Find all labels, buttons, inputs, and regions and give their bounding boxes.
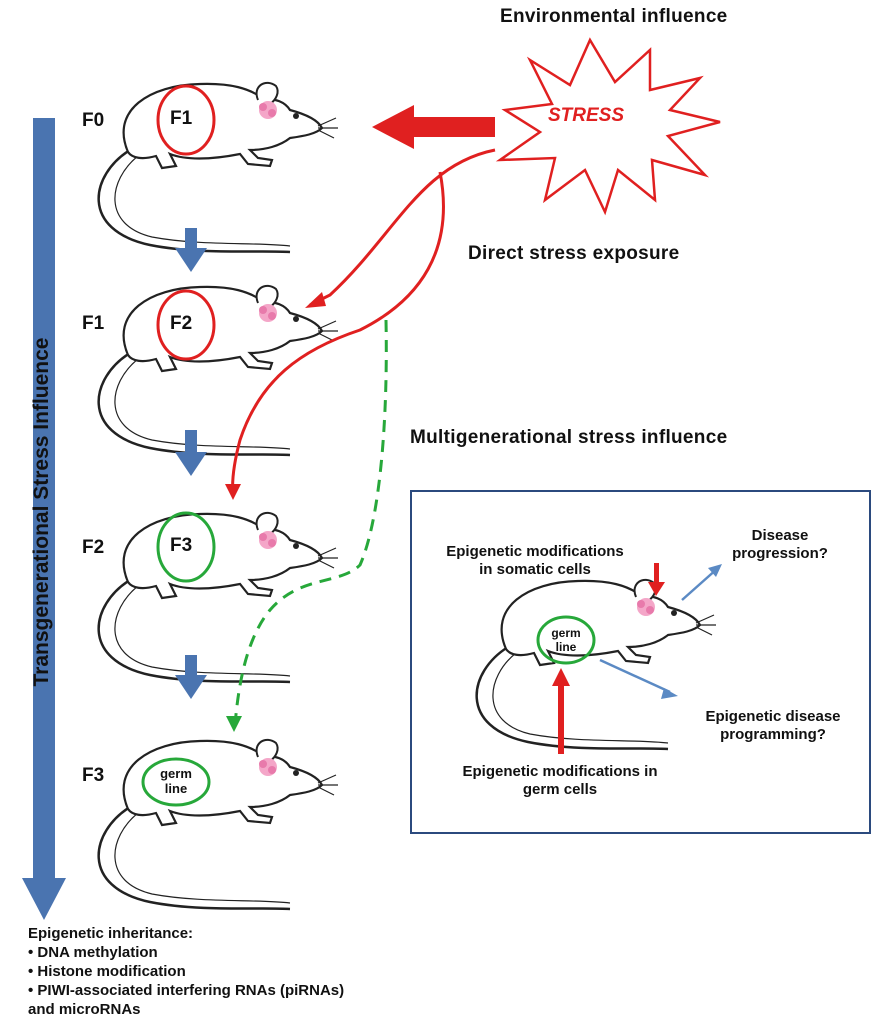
transgenerational-label: Transgenerational Stress Influence — [30, 337, 53, 687]
direct-exposure-arrow-f1 — [305, 148, 496, 308]
direct-exposure-arrow-f2 — [225, 171, 445, 500]
gen-label-f0: F0 — [82, 110, 105, 131]
transgenerational-arrow — [22, 118, 66, 920]
inner-label-f1: F2 — [170, 313, 193, 334]
progression-arrow — [681, 564, 722, 601]
inner-label-f0: F1 — [170, 108, 193, 129]
rat-f2 — [97, 511, 340, 684]
programming-arrow — [599, 658, 678, 699]
somatic-arrow — [648, 563, 665, 596]
epigenetic-inheritance-panel: Epigenetic inheritance: DNA methylation … — [28, 924, 348, 1019]
multigenerational-arrow — [226, 319, 388, 732]
inner-label-f2: F3 — [170, 535, 193, 556]
somatic-label: Epigenetic modifications in somatic cell… — [446, 543, 624, 578]
inset-germ-line-label: germ line — [551, 626, 581, 654]
gen-label-f3: F3 — [82, 765, 105, 786]
disease-progression-label: Disease progression? — [732, 527, 828, 562]
inset-germ-ring — [536, 615, 596, 665]
direct-exposure-arrow-f0 — [372, 105, 495, 149]
f1-inner-ring — [156, 289, 216, 361]
multigenerational-label: Multigenerational stress influence — [410, 427, 728, 448]
stress-label: STRESS — [548, 105, 625, 126]
gen-label-f1: F1 — [82, 313, 105, 334]
footer-title: Epigenetic inheritance: — [28, 925, 194, 942]
footer-item: Histone modification — [28, 962, 348, 981]
f3-inner-ring — [141, 757, 211, 807]
footer-item: DNA methylation — [28, 943, 348, 962]
environment-heading: Environmental influence — [500, 6, 728, 27]
inset-panel — [410, 490, 871, 834]
germ-arrow — [552, 668, 570, 754]
gen-label-f2: F2 — [82, 537, 105, 558]
generation-arrow — [175, 228, 207, 699]
rat-f0 — [97, 81, 340, 254]
disease-programming-label: Epigenetic disease programming? — [705, 708, 841, 743]
stress-starburst — [495, 37, 721, 216]
rat-f3 — [97, 738, 340, 911]
inner-label-f3: germ line — [160, 766, 192, 796]
rat-f1 — [97, 284, 340, 457]
f0-inner-ring — [156, 84, 216, 156]
direct-exposure-label: Direct stress exposure — [468, 243, 680, 264]
germ-cells-label: Epigenetic modifications in germ cells — [462, 763, 658, 798]
f2-inner-ring — [156, 511, 216, 583]
footer-item: PIWI-associated interfering RNAs (piRNAs… — [28, 981, 348, 1019]
